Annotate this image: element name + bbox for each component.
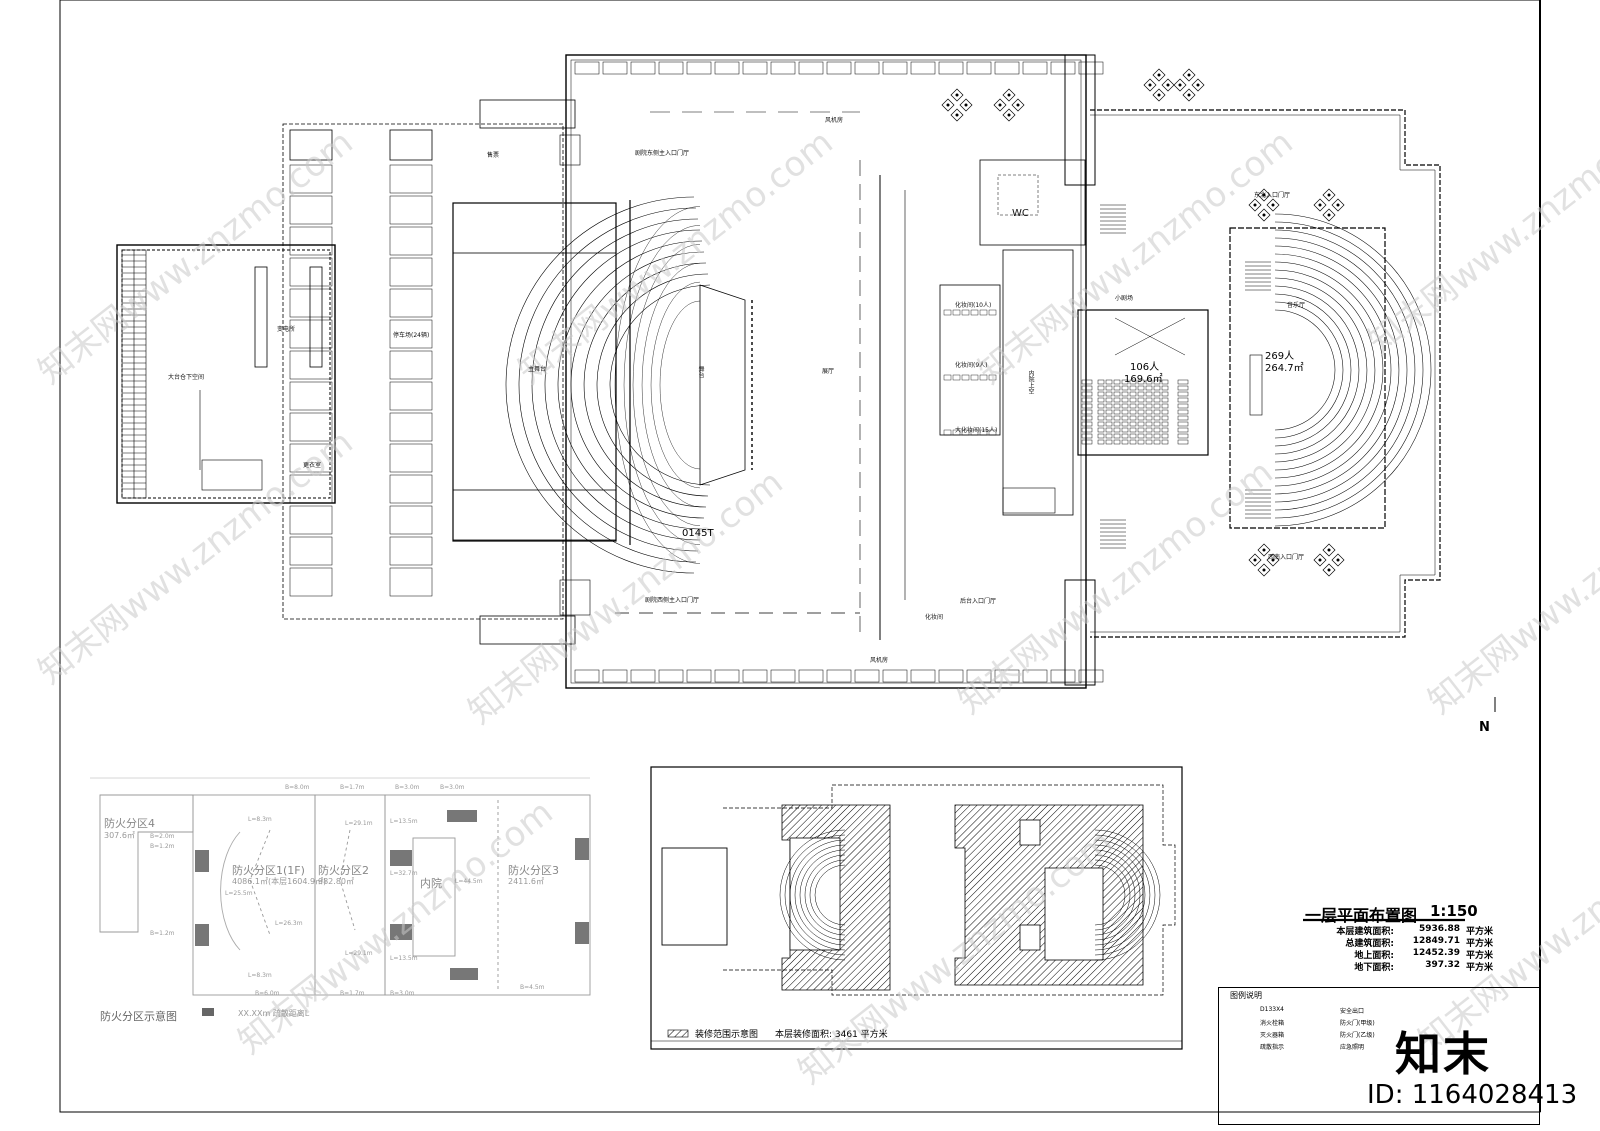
legend-panel <box>1218 987 1540 1125</box>
room-label: 售票 <box>487 152 500 159</box>
parking-area <box>282 123 564 620</box>
fire-dimension-label: B=3.0m <box>440 784 465 791</box>
fire-dimension-label: L=29.1m <box>345 950 373 957</box>
drawing-scale: 1:150 <box>1430 902 1478 920</box>
room-label: WC <box>1012 208 1029 219</box>
fire-zone-name: 防火分区2 <box>318 864 369 877</box>
fire-dimension-label: L=29.1m <box>345 820 373 827</box>
fire-zone-area: 4086.1㎡(本层1604.9㎡) <box>232 877 327 886</box>
area-row: 地上面积: 12452.39 平方米 <box>1354 948 1494 961</box>
east-block <box>939 54 1441 686</box>
room-label: 更衣室 <box>303 462 322 469</box>
legend-line: 消火栓箱 <box>1260 1020 1285 1027</box>
room-label: 东北入口门厅 <box>1254 192 1291 199</box>
area-value: 169.6㎡ <box>1124 374 1163 385</box>
legend-line: 安全出口 <box>1340 1008 1365 1015</box>
fire-dimension-label: L=13.5m <box>390 955 418 962</box>
north-arrow-label: N <box>1479 720 1490 735</box>
fire-zone-area: 307.6㎡ <box>104 831 135 840</box>
fire-dimension-label: B=1.7m <box>340 784 365 791</box>
fire-dimension-label: B=3.0m <box>390 990 415 997</box>
legend-line: D133X4 <box>1260 1006 1284 1013</box>
room-label: 化妆间(10人) <box>955 302 992 309</box>
fire-zone-name: 防火分区4 <box>104 817 155 830</box>
room-label: 小剧场 <box>1115 295 1134 302</box>
brand-logo: 知末 <box>1395 1027 1491 1081</box>
fire-dimension-label: B=1.2m <box>150 930 175 937</box>
room-label: 主舞台 <box>528 366 547 373</box>
area-row: 本层建筑面积: 5936.88 平方米 <box>1336 924 1494 937</box>
room-label: 西南入口门厅 <box>1268 554 1305 561</box>
fire-dimension-label: L=26.3m <box>275 920 303 927</box>
fire-zone-area: 2411.6㎡ <box>508 877 544 886</box>
room-label: 音乐厅 <box>1287 302 1306 309</box>
room-label: 大化妆间(15人) <box>955 427 998 434</box>
seat-count: 106人 <box>1130 362 1160 373</box>
deco-area-label: 本层装修面积: 3461 平方米 <box>775 1030 888 1040</box>
fire-dimension-label: B=2.0m <box>150 833 175 840</box>
area-row: 地下面积: 397.32 平方米 <box>1354 960 1494 973</box>
fire-dimension-label: B=6.0m <box>255 990 280 997</box>
main-building <box>452 54 1104 689</box>
basement-block <box>116 244 336 504</box>
fire-dimension-label: B=1.7m <box>340 990 365 997</box>
fire-dimension-label: L=32.7m <box>390 870 418 877</box>
area-row: 总建筑面积: 12849.71 平方米 <box>1345 936 1494 949</box>
legend-title: 图例说明 <box>1230 991 1262 1000</box>
seat-count: 0145T <box>682 528 714 539</box>
fire-dimension-label: B=8.0m <box>285 784 310 791</box>
fire-dimension-label: B=4.5m <box>520 984 545 991</box>
legend-line: 防火门(乙级) <box>1340 1032 1375 1039</box>
room-label: 展厅 <box>822 368 835 375</box>
room-label: 大台仓下空间 <box>168 374 205 381</box>
fire-dimension-label: L=44.5m <box>455 878 483 885</box>
fire-dimension-label: L=13.5m <box>390 818 418 825</box>
fire-dimension-label: L=8.3m <box>248 816 272 823</box>
fire-legend-text: XX.XXm 疏散距离L <box>238 1009 310 1018</box>
decoration-keyplan <box>650 766 1183 1050</box>
room-label: 停车场(24辆) <box>393 332 430 339</box>
room-label: 风机房 <box>825 117 844 124</box>
fire-zone-name: 防火分区3 <box>508 864 559 877</box>
area-value: 264.7㎡ <box>1265 363 1304 374</box>
fire-dimension-label: B=1.2m <box>150 843 175 850</box>
room-label: 内院上空 <box>1027 370 1034 394</box>
room-label: 化妆间 <box>925 614 944 621</box>
legend-line: 防火门(甲级) <box>1340 1020 1375 1027</box>
room-label: 舞台 <box>697 366 704 378</box>
fire-dimension-label: B=3.0m <box>395 784 420 791</box>
legend-line: 应急照明 <box>1340 1044 1365 1051</box>
room-label: 风机房 <box>870 657 889 664</box>
legend-line: 疏散指示 <box>1260 1044 1285 1051</box>
deco-legend-label: 装修范围示意图 <box>695 1030 759 1040</box>
fire-dimension-label: L=25.5m <box>225 890 253 897</box>
fire-zone-area: 982.80㎡ <box>318 877 354 886</box>
drawing-title: 一层平面布置图 <box>1305 906 1418 925</box>
legend-line: 灭火器箱 <box>1260 1032 1285 1039</box>
image-id: ID: 1164028413 <box>1367 1080 1578 1110</box>
fire-dimension-label: L=8.3m <box>248 972 272 979</box>
room-label: 变电所 <box>277 326 296 333</box>
room-label: 化妆间(9人) <box>955 362 988 369</box>
seat-count: 269人 <box>1265 351 1295 362</box>
room-label: 剧院东侧主入口门厅 <box>635 150 690 157</box>
room-label: 剧院西侧主入口门厅 <box>645 597 700 604</box>
fire-diagram-caption: 防火分区示意图 <box>100 1010 177 1023</box>
fire-diagram <box>90 777 591 1016</box>
fire-zone-name: 防火分区1(1F) <box>232 864 305 877</box>
fire-zone-name: 内院 <box>420 877 442 890</box>
room-label: 后台入口门厅 <box>960 598 997 605</box>
